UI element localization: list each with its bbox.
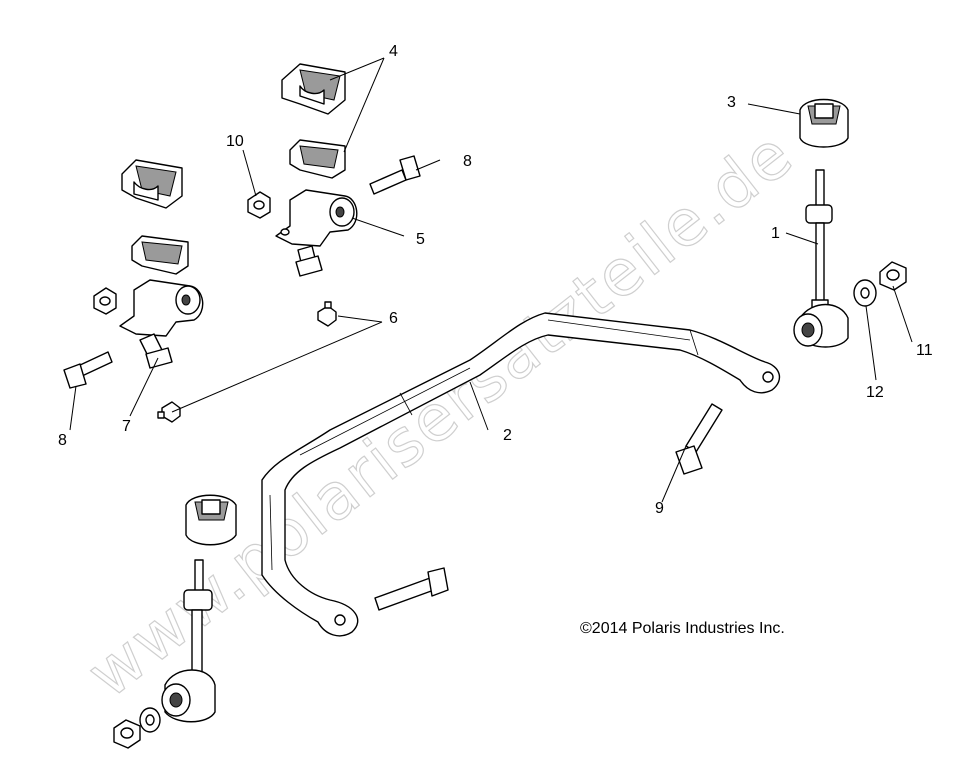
- callout-4: 4: [389, 43, 398, 60]
- bolt-left-lower[interactable]: [63, 351, 113, 389]
- callout-8-lower: 8: [58, 432, 67, 449]
- bolt-right-bar[interactable]: [675, 403, 723, 475]
- bolt-upper-clamp[interactable]: [295, 245, 323, 277]
- copyright-notice: ©2014 Polaris Industries Inc.: [580, 620, 785, 637]
- callout-3: 3: [727, 94, 736, 111]
- clamp-bracket-left[interactable]: [119, 279, 204, 337]
- stabilizer-bar[interactable]: [261, 312, 781, 637]
- callout-6: 6: [389, 310, 398, 327]
- callout-12: 12: [866, 384, 884, 401]
- callout-10: 10: [226, 133, 244, 150]
- washer-right[interactable]: [853, 279, 877, 307]
- callout-11: 11: [916, 342, 933, 359]
- nut-left-clamp[interactable]: [93, 287, 117, 315]
- callout-8-upper: 8: [463, 153, 472, 170]
- stabilizer-link-right[interactable]: [793, 169, 849, 348]
- callout-2: 2: [503, 427, 512, 444]
- bolt-lower-center[interactable]: [374, 567, 449, 611]
- rubber-bushing-left[interactable]: [185, 494, 237, 546]
- rubber-bushing-right[interactable]: [799, 98, 849, 148]
- stabilizer-link-left[interactable]: [161, 559, 216, 723]
- nut-right[interactable]: [879, 261, 907, 291]
- bolt-left-clamp[interactable]: [139, 333, 173, 369]
- callout-1: 1: [771, 225, 780, 242]
- callout-7: 7: [122, 418, 131, 435]
- bushing-half-left-top[interactable]: [121, 159, 183, 209]
- leader-lines: [69, 57, 913, 503]
- washer-left[interactable]: [139, 707, 161, 733]
- nut-upper[interactable]: [247, 191, 271, 219]
- nut-left[interactable]: [113, 719, 141, 749]
- bushing-half-upper-bottom[interactable]: [289, 139, 346, 179]
- bushing-half-upper-top[interactable]: [281, 63, 346, 115]
- bushing-half-left-bottom[interactable]: [131, 235, 189, 275]
- callout-5: 5: [416, 231, 425, 248]
- callout-9: 9: [655, 500, 664, 517]
- bolt-upper-right[interactable]: [369, 155, 421, 195]
- callout-labels: 1 2 3 4 5 6 7 8 8 9 10 11 12: [58, 43, 933, 517]
- grease-fitting-upper[interactable]: [317, 301, 337, 327]
- clamp-bracket-upper[interactable]: [275, 189, 358, 247]
- grease-fitting-lower[interactable]: [157, 401, 181, 423]
